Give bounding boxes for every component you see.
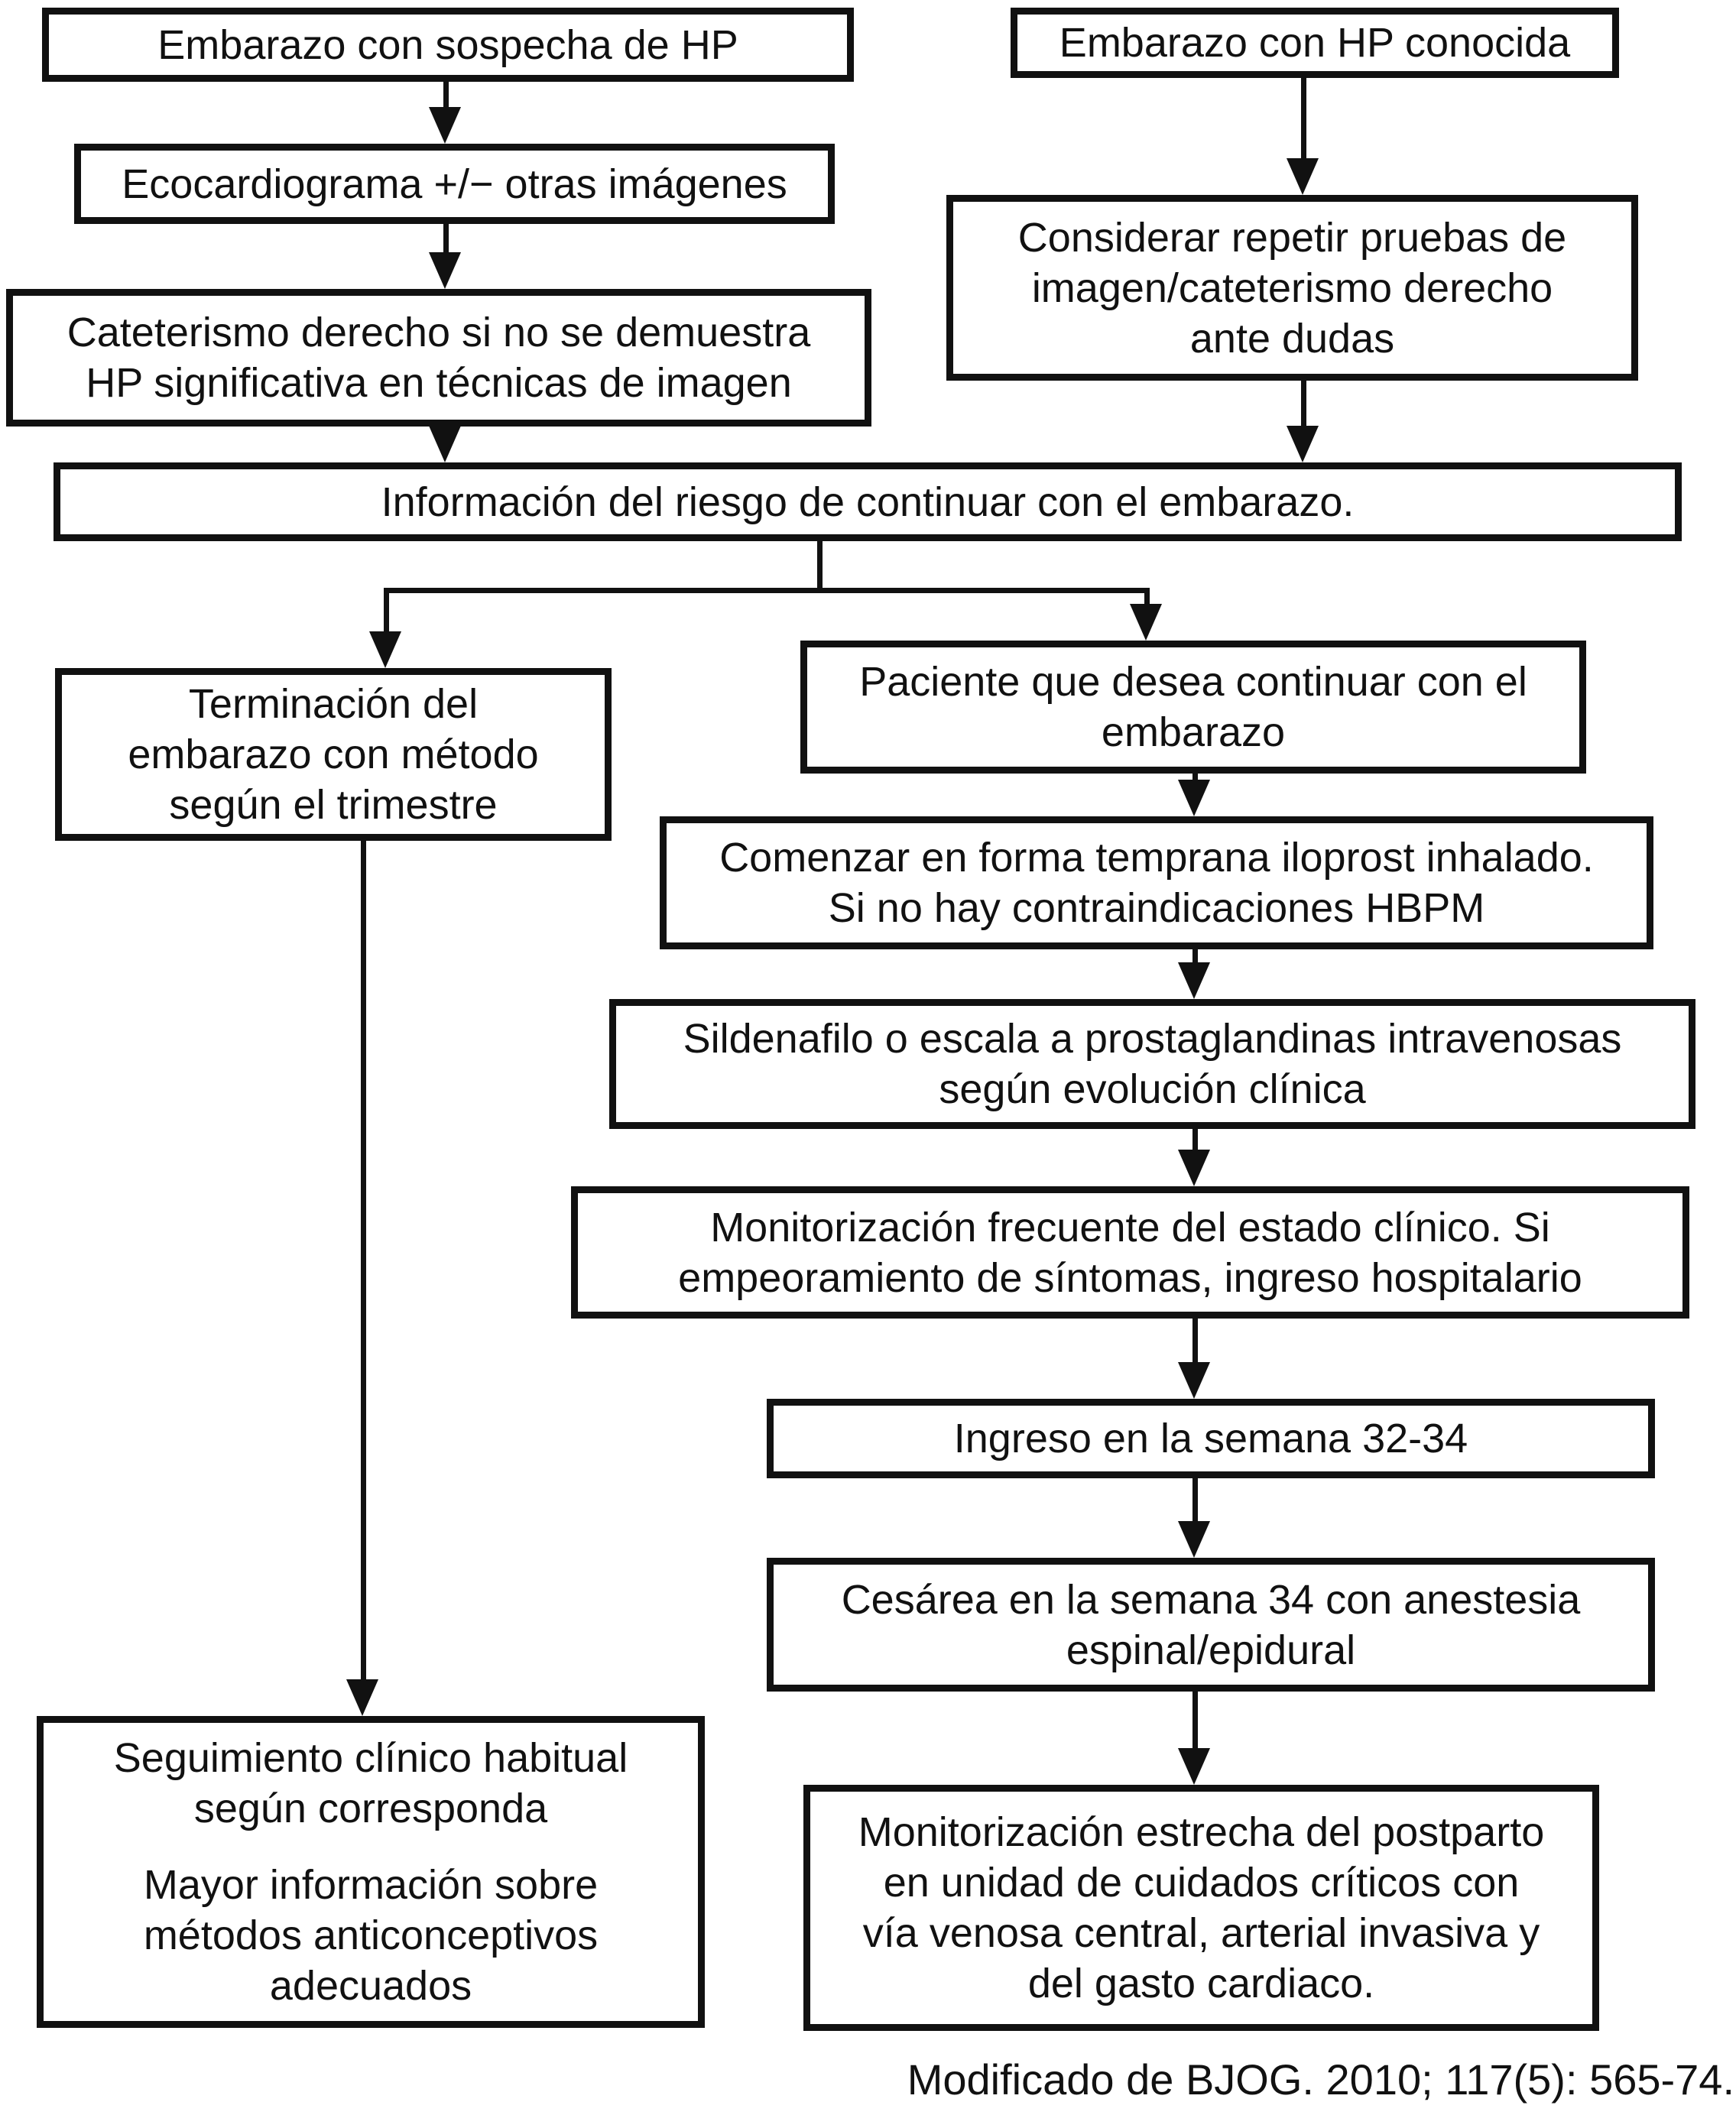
arrow-sospecha-to-ecocardiograma-arrowhead (429, 107, 461, 144)
arrow-split-to-paciente-arrowhead (1130, 604, 1162, 641)
node-hp-conocida: Embarazo con HP conocida (1011, 8, 1619, 78)
node-cesarea: Cesárea en la semana 34 con anestesia es… (767, 1558, 1655, 1692)
node-cateterismo-label: Cateterismo derecho si no se demuestra H… (67, 310, 811, 406)
node-seguimiento-paragraph-2: Mayor información sobre métodos anticonc… (143, 1862, 599, 2009)
node-paciente-continuar: Paciente que desea continuar con el emba… (800, 641, 1586, 774)
node-cateterismo: Cateterismo derecho si no se demuestra H… (6, 289, 871, 427)
arrow-sospecha-to-ecocardiograma-shaft (443, 82, 449, 112)
split-horizontal-line (384, 588, 1150, 593)
node-considerar-repetir: Considerar repetir pruebas de imagen/cat… (946, 195, 1638, 381)
arrow-comenzar-to-sildenafilo-shaft (1192, 949, 1198, 966)
node-terminacion-label: Terminación del embarazo con método segú… (128, 681, 539, 828)
arrow-split-to-terminacion-shaft (384, 588, 389, 635)
node-informacion-riesgo-label: Información del riesgo de continuar con … (381, 478, 1355, 525)
arrow-terminacion-to-seguimiento-shaft (361, 841, 366, 1682)
node-monitorizacion-frecuente: Monitorización frecuente del estado clín… (571, 1186, 1689, 1319)
arrow-monitorizacion-to-ingreso-arrowhead (1178, 1362, 1210, 1399)
node-paciente-continuar-label: Paciente que desea continuar con el emba… (859, 659, 1527, 755)
arrow-cesarea-to-monitorizacion-estrecha-shaft (1192, 1692, 1198, 1753)
arrow-hp-conocida-to-considerar-shaft (1301, 78, 1306, 162)
arrow-sildenafilo-to-monitorizacion-shaft (1192, 1129, 1198, 1153)
node-ecocardiograma: Ecocardiograma +/− otras imágenes (74, 144, 835, 224)
node-ingreso-semana-label: Ingreso en la semana 32-34 (953, 1416, 1468, 1461)
arrow-hp-conocida-to-considerar-arrowhead (1287, 158, 1319, 195)
arrow-ecocardiograma-to-cateterismo-shaft (443, 224, 449, 258)
node-monitorizacion-estrecha: Monitorización estrecha del postparto en… (803, 1785, 1599, 2031)
node-informacion-riesgo: Información del riesgo de continuar con … (54, 462, 1682, 541)
node-embarazo-sospecha: Embarazo con sospecha de HP (42, 8, 854, 82)
split-stem-line (817, 541, 823, 593)
arrow-ecocardiograma-to-cateterismo-arrowhead (429, 252, 461, 289)
node-considerar-repetir-label: Considerar repetir pruebas de imagen/cat… (1017, 214, 1567, 362)
node-comenzar-iloprost: Comenzar en forma temprana iloprost inha… (660, 816, 1653, 949)
arrow-ingreso-to-cesarea-arrowhead (1178, 1521, 1210, 1558)
arrow-cateterismo-to-informacion-arrowhead (429, 426, 461, 462)
node-terminacion: Terminación del embarazo con método segú… (55, 668, 612, 841)
arrow-cesarea-to-monitorizacion-estrecha-arrowhead (1178, 1748, 1210, 1785)
node-ingreso-semana: Ingreso en la semana 32-34 (767, 1399, 1655, 1478)
arrow-paciente-to-comenzar-shaft (1192, 774, 1198, 784)
node-seguimiento-paragraph-1: Seguimiento clínico habitual según corre… (113, 1735, 628, 1831)
node-hp-conocida-label: Embarazo con HP conocida (1059, 20, 1571, 66)
arrow-paciente-to-comenzar-arrowhead (1178, 780, 1210, 816)
node-sildenafilo: Sildenafilo o escala a prostaglandinas i… (609, 999, 1695, 1129)
node-sildenafilo-label: Sildenafilo o escala a prostaglandinas i… (683, 1016, 1622, 1112)
arrow-split-to-terminacion-arrowhead (369, 631, 401, 668)
node-monitorizacion-frecuente-label: Monitorización frecuente del estado clín… (678, 1204, 1582, 1301)
arrow-ingreso-to-cesarea-shaft (1192, 1478, 1198, 1526)
arrow-monitorizacion-to-ingreso-shaft (1192, 1319, 1198, 1366)
arrow-split-to-paciente-shaft (1144, 588, 1150, 609)
arrow-terminacion-to-seguimiento-arrowhead (346, 1679, 378, 1716)
node-cesarea-label: Cesárea en la semana 34 con anestesia es… (841, 1576, 1581, 1673)
node-monitorizacion-estrecha-label: Monitorización estrecha del postparto en… (858, 1809, 1545, 2006)
arrow-sildenafilo-to-monitorizacion-arrowhead (1178, 1150, 1210, 1186)
arrow-comenzar-to-sildenafilo-arrowhead (1178, 962, 1210, 999)
node-seguimiento: Seguimiento clínico habitual según corre… (37, 1716, 705, 2028)
node-embarazo-sospecha-label: Embarazo con sospecha de HP (157, 21, 738, 68)
node-comenzar-iloprost-label: Comenzar en forma temprana iloprost inha… (719, 835, 1594, 931)
arrow-considerar-to-informacion-arrowhead (1287, 426, 1319, 462)
node-ecocardiograma-label: Ecocardiograma +/− otras imágenes (122, 161, 787, 207)
arrow-considerar-to-informacion-shaft (1301, 381, 1306, 430)
source-caption: Modificado de BJOG. 2010; 117(5): 565-74… (907, 2055, 1734, 2104)
